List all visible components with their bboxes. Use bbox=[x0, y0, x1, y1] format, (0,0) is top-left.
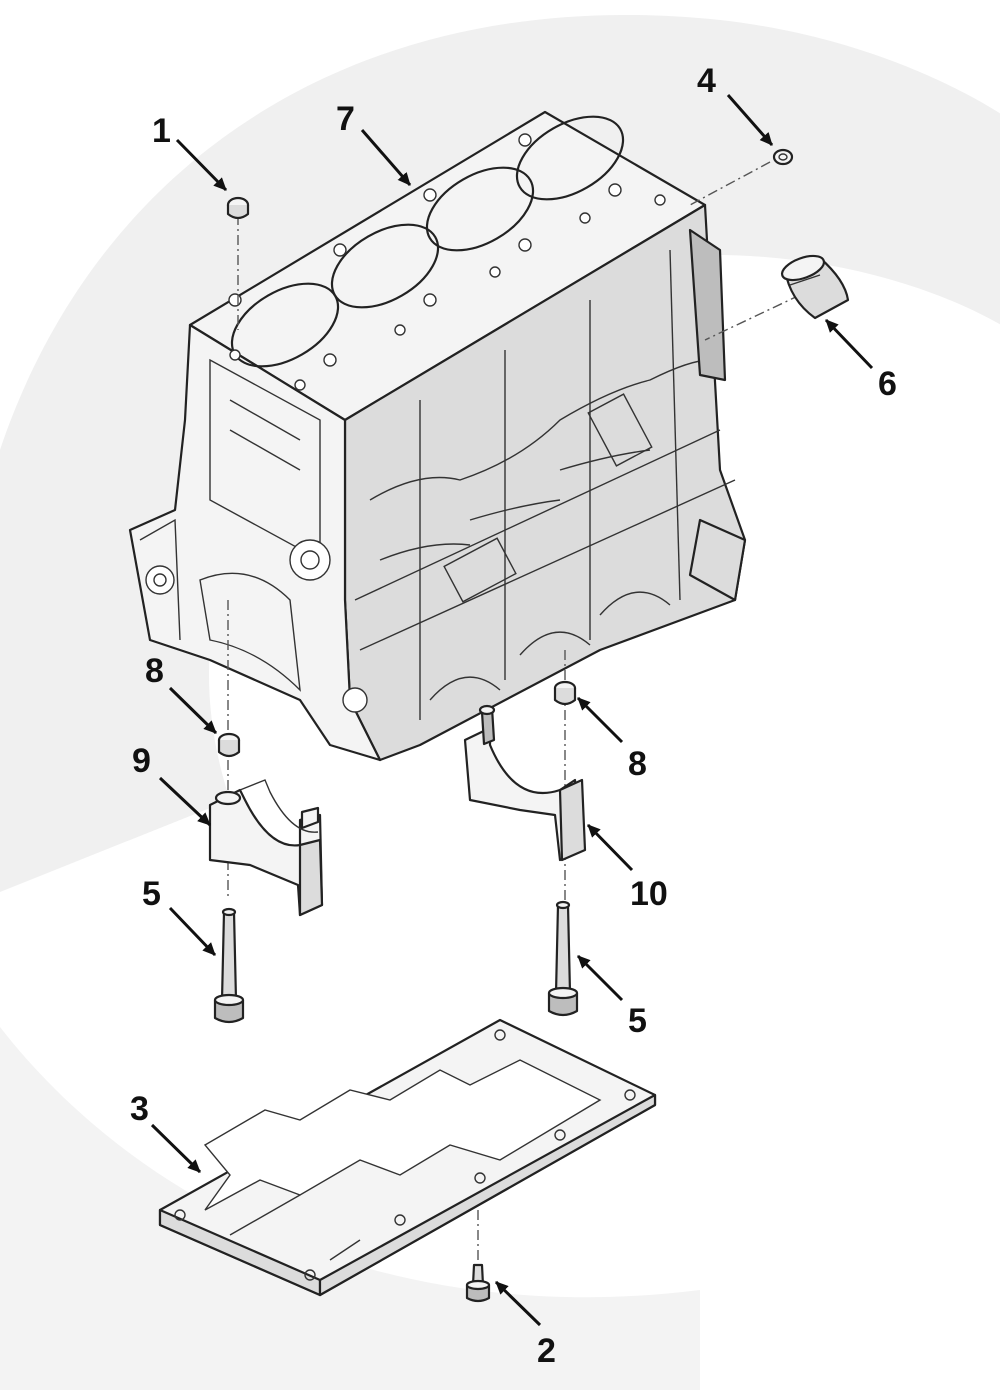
leader-9 bbox=[158, 776, 212, 827]
callout-labels: 1 2 3 4 5 5 6 7 8 8 9 10 bbox=[130, 62, 897, 1370]
cylinder-block bbox=[128, 110, 747, 762]
callout-5-left: 5 bbox=[142, 875, 161, 913]
leader-1 bbox=[175, 138, 228, 192]
leader-10 bbox=[586, 823, 634, 872]
main-bearing-bolt-5-right bbox=[547, 900, 579, 1017]
cup-plug-6 bbox=[780, 254, 850, 320]
leader-2 bbox=[494, 1280, 542, 1327]
expansion-plug-4 bbox=[772, 148, 794, 166]
leader-3 bbox=[150, 1123, 202, 1174]
main-bearing-bolt-5-left bbox=[213, 907, 245, 1024]
leader-5-right bbox=[576, 954, 624, 1002]
callout-10: 10 bbox=[630, 875, 668, 913]
callout-3: 3 bbox=[130, 1090, 149, 1128]
expansion-plug-1 bbox=[226, 196, 250, 220]
leader-8-left bbox=[168, 686, 218, 735]
callout-4: 4 bbox=[697, 62, 716, 100]
callout-7: 7 bbox=[336, 100, 355, 138]
main-bearing-cap-10 bbox=[463, 704, 587, 862]
leader-4 bbox=[726, 94, 774, 146]
callout-2: 2 bbox=[537, 1332, 556, 1370]
callout-1: 1 bbox=[152, 112, 171, 150]
leader-lines bbox=[150, 94, 874, 1327]
callout-8-right: 8 bbox=[628, 745, 647, 783]
dowel-8-left bbox=[217, 732, 241, 758]
capscrew-2 bbox=[465, 1263, 491, 1303]
leader-8-right bbox=[576, 696, 624, 744]
callout-8-left: 8 bbox=[145, 652, 164, 690]
callout-5-right: 5 bbox=[628, 1002, 647, 1040]
bedplate-stiffener-3 bbox=[158, 1018, 657, 1297]
watermark bbox=[0, 14, 1000, 1390]
leader-7 bbox=[360, 129, 412, 186]
dowel-8-right bbox=[553, 680, 577, 706]
leader-6 bbox=[824, 318, 874, 370]
main-bearing-cap-9 bbox=[208, 779, 324, 917]
callout-9: 9 bbox=[132, 742, 151, 780]
callout-6: 6 bbox=[878, 365, 897, 403]
leader-5-left bbox=[168, 906, 217, 957]
